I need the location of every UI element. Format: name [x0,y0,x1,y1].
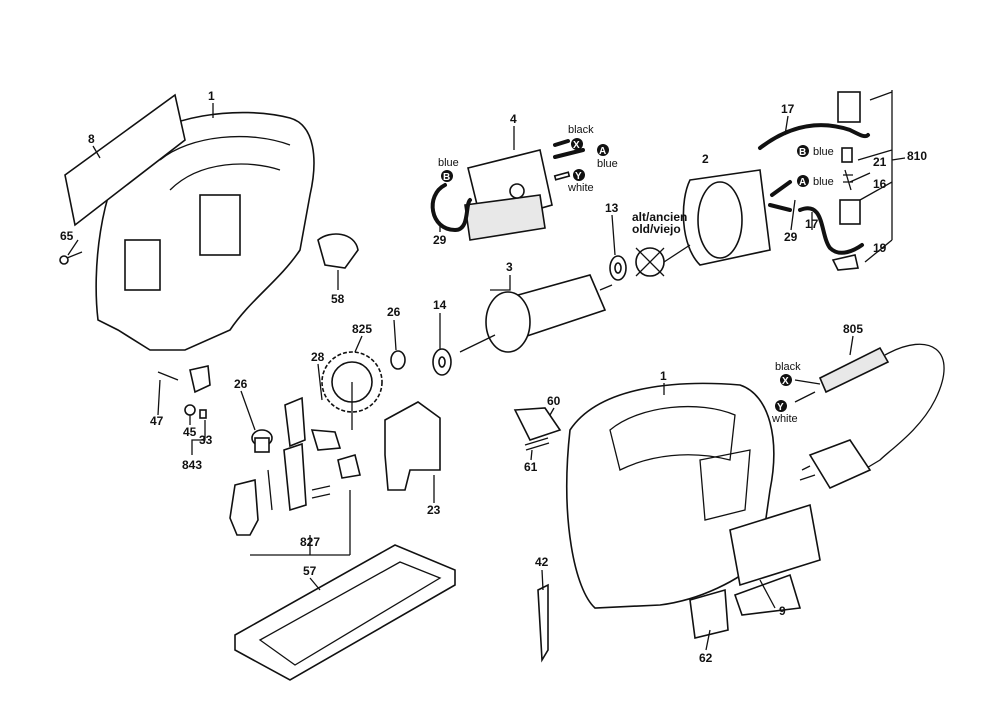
callout-16: 16 [873,177,887,191]
badge-a-switch [597,144,609,156]
badge-a-switch-text: A [599,146,606,157]
bracket [384,401,441,491]
callout-42: 42 [535,555,549,569]
badge-y-switch-text: Y [575,171,582,182]
callout-26-a: 26 [387,305,401,319]
callout-14: 14 [433,298,447,312]
callout-843: 843 [182,458,202,472]
note-old-line1: alt/ancien [632,210,687,224]
callout-61: 61 [524,460,538,474]
old-part [635,244,691,277]
badge-b-switch [441,170,453,182]
part-28 [284,396,342,451]
badge-x-switch-text: X [573,140,580,151]
field-a-blue-label: blue [813,176,834,188]
switch-black-label: black [568,124,594,136]
callout-29-switch: 29 [433,233,447,247]
badge-x-cord-text: X [782,376,789,387]
bearing-14 [432,348,452,376]
switch [464,139,585,241]
switch-white-label: white [567,182,594,194]
callout-3: 3 [506,260,513,274]
callout-1-left: 1 [208,89,215,103]
spring-61 [524,437,550,451]
callout-13: 13 [605,201,619,215]
badge-a-field [797,175,809,187]
callout-62: 62 [699,651,713,665]
cap [317,233,359,269]
callout-825: 825 [352,322,372,336]
badge-x-cord [780,374,792,386]
part-26 [251,429,273,453]
callout-29-field: 29 [784,230,798,244]
brush-holder-group [758,90,906,271]
part-60 [513,407,562,441]
switch-blue-label: blue [597,158,618,170]
washer-26 [390,350,406,370]
badge-y-cord-text: Y [777,402,784,413]
gear [321,351,383,430]
cord-black-label: black [775,361,801,373]
callout-60: 60 [547,394,561,408]
badge-y-cord [775,400,787,412]
field-assembly [682,169,792,266]
bearing-13 [609,255,627,281]
callout-8: 8 [88,132,95,146]
power-cord [794,343,945,490]
callout-4: 4 [510,112,517,126]
switch-wire [430,183,472,233]
leader-lines [67,103,854,651]
badge-b-field [797,145,809,157]
callout-21: 21 [873,155,887,169]
badge-x-switch [571,138,583,150]
callout-17-a: 17 [781,102,795,116]
pin-and-clips [157,365,211,419]
cord-white-label: white [771,413,798,425]
wire-b-blue-label: blue [438,157,459,169]
callout-19: 19 [873,241,887,255]
note-old-line2: old/viejo [632,222,681,236]
armature [459,274,613,353]
callout-45: 45 [183,425,197,439]
field-b-blue-label: blue [813,146,834,158]
callout-1-assembled: 1 [660,369,667,383]
callout-26-b: 26 [234,377,248,391]
callout-33: 33 [199,433,213,447]
blade [537,583,549,663]
badge-b-switch-text: B [443,172,450,183]
callout-28: 28 [311,350,325,364]
callout-805: 805 [843,322,863,336]
callout-58: 58 [331,292,345,306]
callout-65: 65 [60,229,74,243]
screw [59,251,83,265]
nameplate-label [64,93,186,227]
plunger-parts [229,442,361,556]
badge-a-field-text: A [799,177,806,188]
callout-17-b: 17 [805,217,819,231]
badge-b-field-text: B [799,147,806,158]
badge-y-switch [573,169,585,181]
callout-57: 57 [303,564,317,578]
callout-23: 23 [427,503,441,517]
callout-9: 9 [779,604,786,618]
shoe [234,544,456,681]
callout-810: 810 [907,149,927,163]
callout-47: 47 [150,414,164,428]
callout-827: 827 [300,535,320,549]
label-62 [689,588,729,639]
left-housing-half [95,111,315,351]
callout-2: 2 [702,152,709,166]
